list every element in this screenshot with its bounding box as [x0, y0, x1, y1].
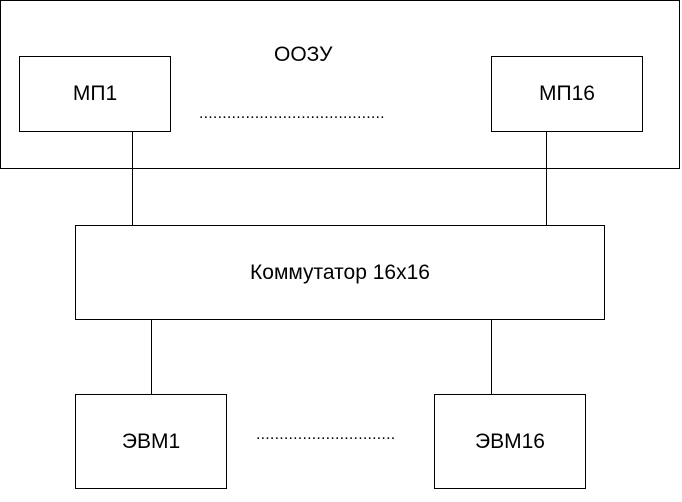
- connector-switch-evm16: [491, 320, 492, 394]
- computer-last: ЭВМ16: [434, 394, 586, 489]
- switch-label: Коммутатор 16х16: [250, 260, 430, 284]
- computer-last-label: ЭВМ16: [475, 429, 545, 453]
- connector-mp16-switch: [546, 132, 547, 225]
- computer-first-label: ЭВМ1: [121, 429, 181, 453]
- connector-mp1-switch: [132, 132, 133, 225]
- memory-module-first: МП1: [19, 56, 171, 132]
- computers-ellipsis: ........................................: [256, 427, 396, 443]
- memory-module-last: МП16: [491, 56, 643, 132]
- memory-module-first-label: МП1: [72, 82, 118, 105]
- memory-module-last-label: МП16: [539, 82, 595, 105]
- switch-box: Коммутатор 16х16: [75, 225, 605, 320]
- computer-first: ЭВМ1: [75, 394, 227, 489]
- memory-modules-ellipsis: ........................................: [199, 106, 385, 122]
- memory-title: ООЗУ: [274, 43, 333, 66]
- connector-switch-evm1: [151, 320, 152, 394]
